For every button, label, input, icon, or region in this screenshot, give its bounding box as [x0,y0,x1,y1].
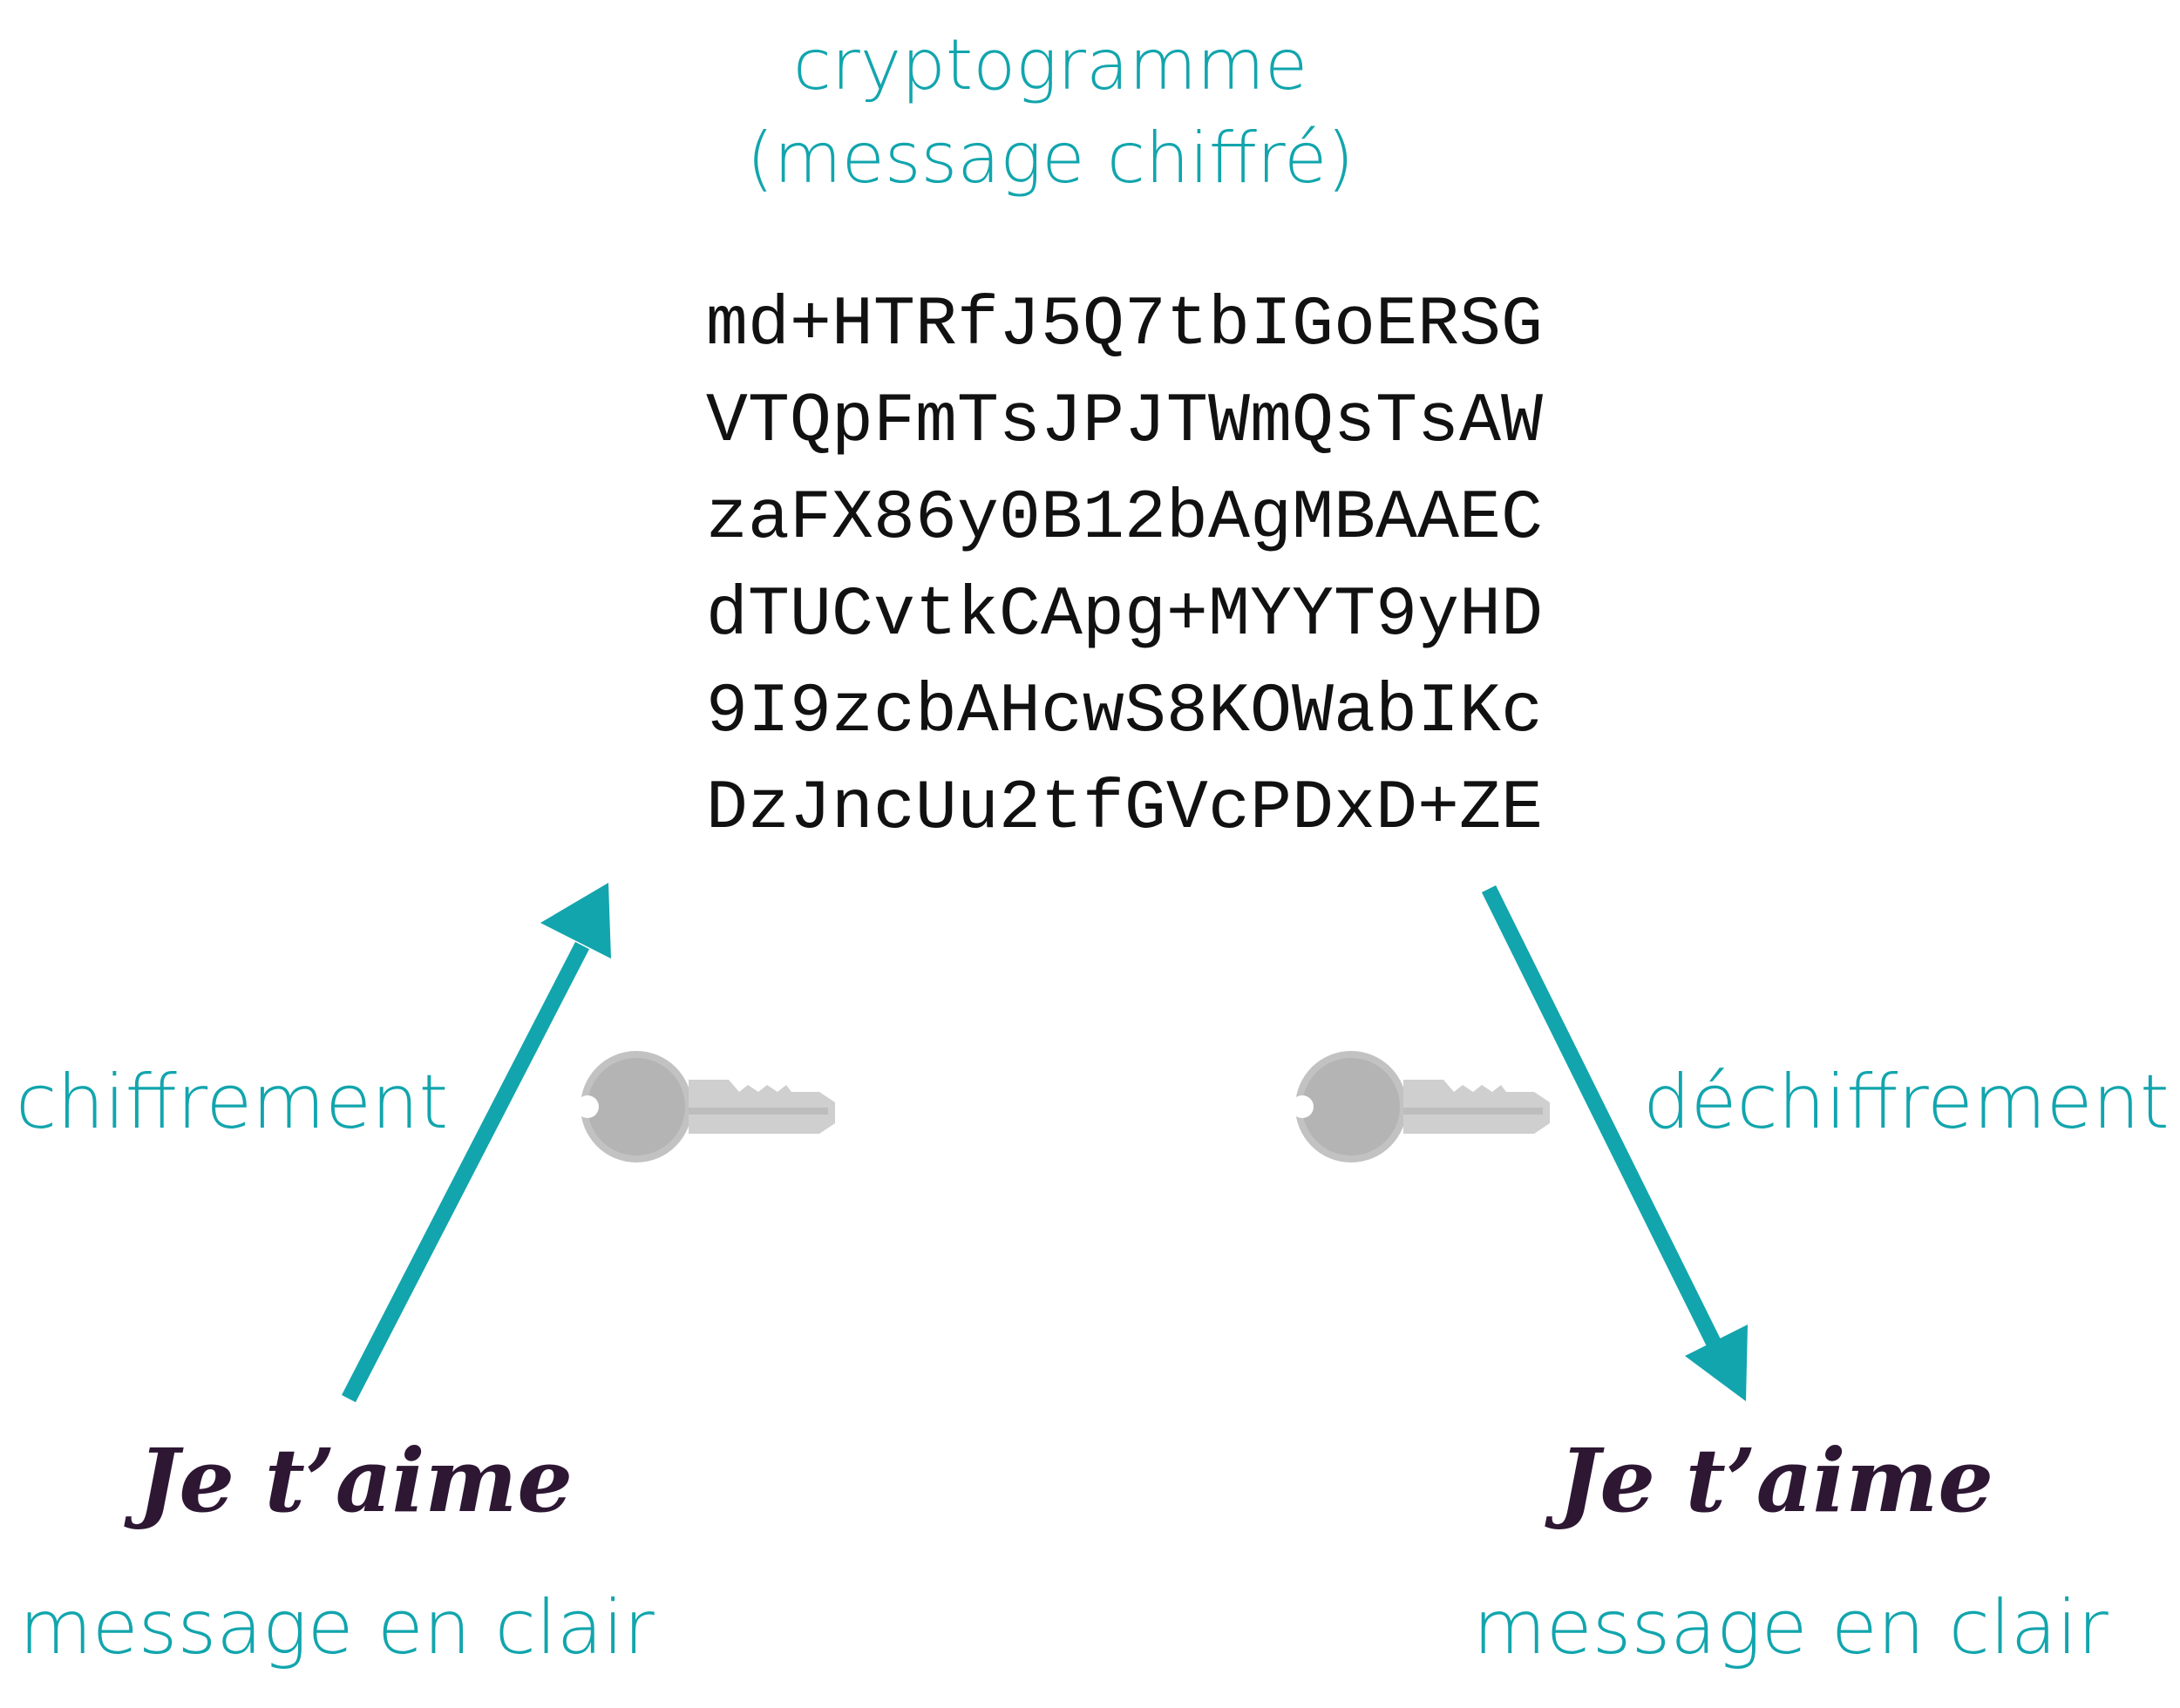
ciphertext-block: md+HTRfJ5Q7tbIGoERSG VTQpFmTsJPJTWmQsTsA… [558,277,1543,857]
ciphertext-line: VTQpFmTsJPJTWmQsTsAW [705,383,1543,462]
plaintext-message-right: Je t’aime [1559,1429,1993,1532]
key-icon [1291,1051,1550,1162]
ciphertext-line: md+HTRfJ5Q7tbIGoERSG [705,286,1543,365]
key-icon [576,1051,835,1162]
encrypt-arrow [341,883,611,1403]
diagram-title: cryptogramme [792,24,1308,105]
ciphertext-line: DzJncUu2tfGVcPDxD+ZE [705,769,1543,849]
decrypt-label: déchiffrement [1643,1059,2170,1146]
diagram-subtitle: (message chiffré) [746,118,1355,199]
encrypt-label: chiffrement [16,1059,449,1146]
ciphertext-line: dTUCvtkCApg+MYYT9yHD [705,576,1543,655]
ciphertext-line: zaFX86y0B12bAgMBAAEC [705,479,1543,559]
decrypt-arrow [1481,885,1748,1401]
plaintext-caption-left: message en clair [19,1584,655,1671]
plaintext-caption-right: message en clair [1473,1584,2109,1671]
ciphertext-line: 9I9zcbAHcwS8KOWabIKc [705,673,1543,752]
plaintext-message-left: Je t’aime [138,1429,573,1532]
